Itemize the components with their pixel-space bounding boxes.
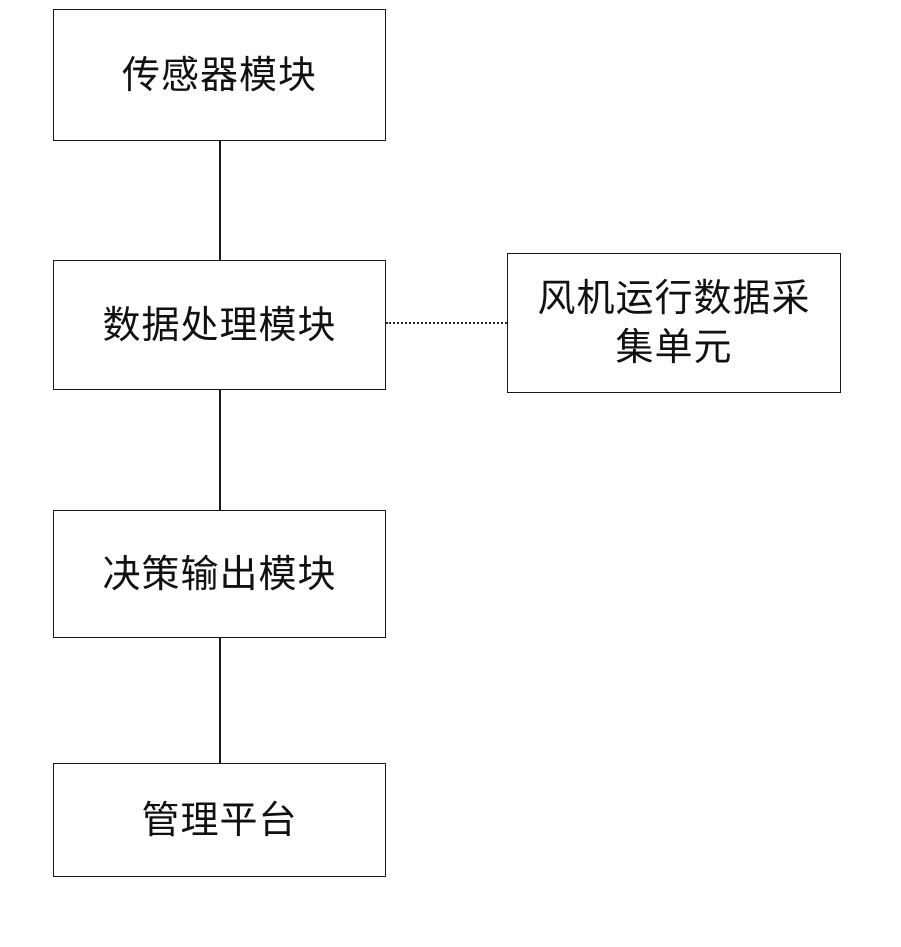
node-sensor-module-label: 传感器模块 xyxy=(121,52,317,97)
node-management-platform-label: 管理平台 xyxy=(141,797,298,842)
node-fan-operation-data-acquisition-unit-label: 风机运行数据采 集单元 xyxy=(537,276,811,369)
node-data-processing-module-label: 数据处理模块 xyxy=(102,302,337,347)
node-management-platform[interactable]: 管理平台 xyxy=(53,763,386,877)
connector-decision-output-to-management-platform xyxy=(219,638,221,763)
connector-sensor-to-data-processing xyxy=(219,141,221,260)
node-decision-output-module-label: 决策输出模块 xyxy=(102,551,337,596)
node-data-processing-module[interactable]: 数据处理模块 xyxy=(53,260,386,390)
node-fan-operation-data-acquisition-unit[interactable]: 风机运行数据采 集单元 xyxy=(507,253,841,393)
connector-data-processing-to-fan-data-unit xyxy=(386,322,507,324)
connector-data-processing-to-decision-output xyxy=(219,390,221,510)
node-decision-output-module[interactable]: 决策输出模块 xyxy=(53,510,386,638)
node-sensor-module[interactable]: 传感器模块 xyxy=(53,9,386,141)
